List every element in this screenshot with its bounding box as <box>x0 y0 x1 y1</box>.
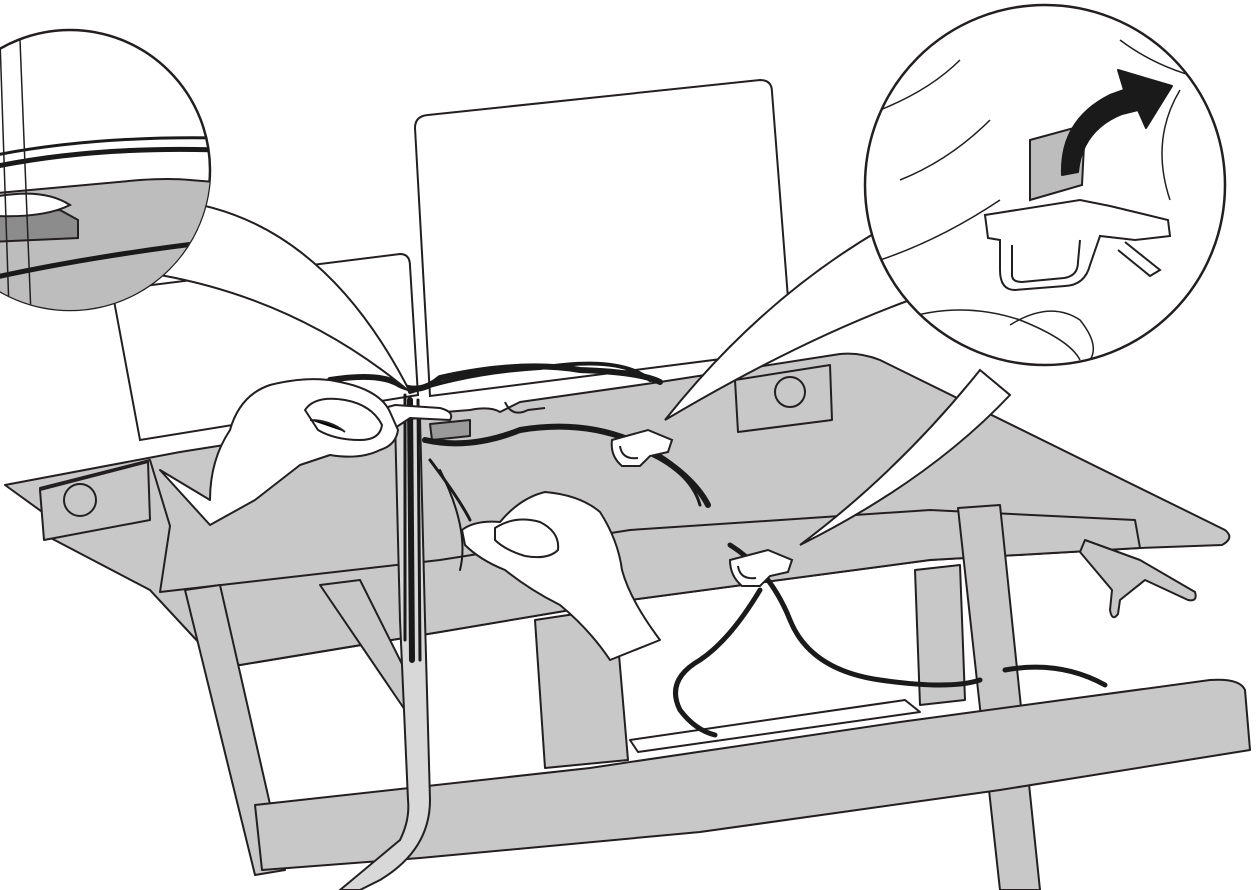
desk-cable-management-illustration <box>0 0 1256 890</box>
